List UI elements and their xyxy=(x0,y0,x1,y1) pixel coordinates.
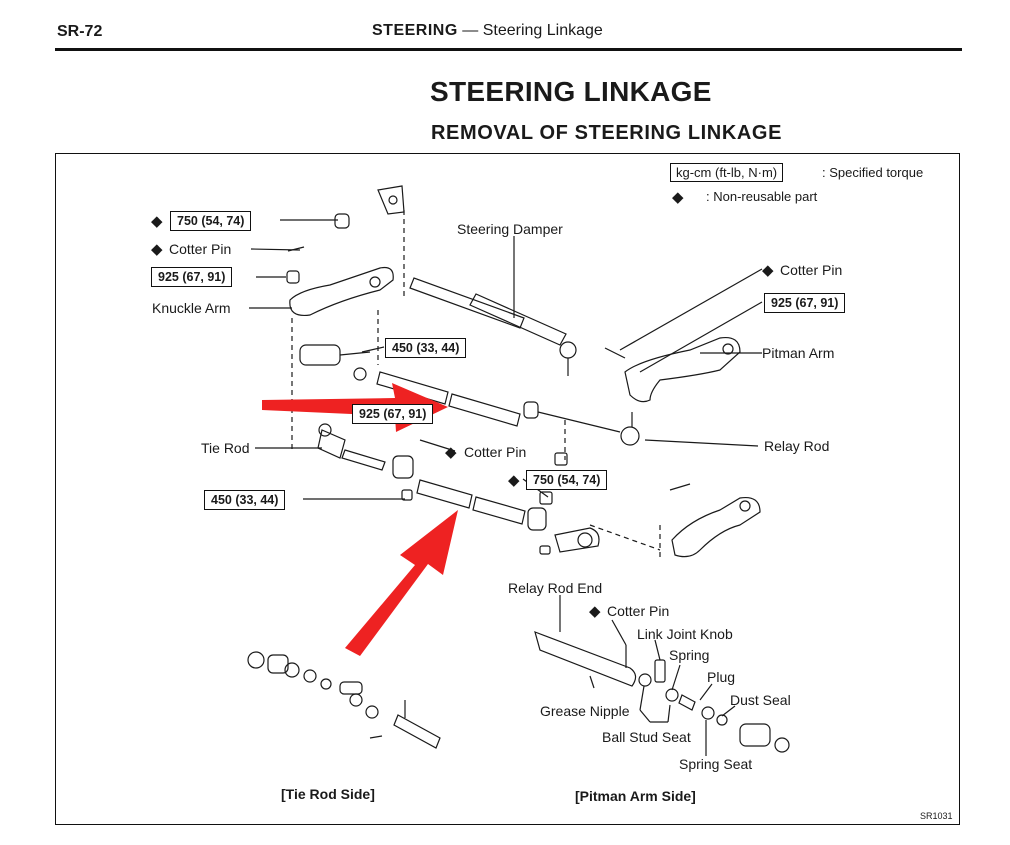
label-dust-seal: Dust Seal xyxy=(730,692,791,708)
caption-tie-rod-side: [Tie Rod Side] xyxy=(281,786,375,802)
figure-code: SR1031 xyxy=(920,811,953,821)
label-cotter-pin-right: Cotter Pin xyxy=(780,262,843,278)
diamond-icon: ◆ xyxy=(151,213,163,230)
diamond-icon: ◆ xyxy=(508,472,520,489)
torque-750-top: 750 (54, 74) xyxy=(170,211,252,231)
diamond-icon: ◆ xyxy=(445,444,457,461)
label-tie-rod: Tie Rod xyxy=(201,440,250,456)
label-grease-nipple: Grease Nipple xyxy=(540,703,630,719)
label-cotter-pin-mid: Cotter Pin xyxy=(464,444,527,460)
label-link-joint-knob: Link Joint Knob xyxy=(637,626,733,642)
label-relay-rod-end: Relay Rod End xyxy=(508,580,603,596)
torque-925-right: 925 (67, 91) xyxy=(764,293,846,313)
legend-torque-box: kg-cm (ft-lb, N·m) xyxy=(670,163,784,182)
caption-pitman-arm-side: [Pitman Arm Side] xyxy=(575,788,696,804)
diamond-icon: ◆ xyxy=(151,241,163,258)
label-spring-seat: Spring Seat xyxy=(679,756,753,772)
section-name: STEERING xyxy=(372,22,458,39)
label-cotter-pin-lower: Cotter Pin xyxy=(607,603,670,619)
section-subname: Steering Linkage xyxy=(482,22,603,39)
page-number: SR-72 xyxy=(57,23,103,40)
legend-diamond-icon: ◆ xyxy=(672,189,684,206)
label-knuckle-arm: Knuckle Arm xyxy=(152,300,231,316)
label-ball-stud-seat: Ball Stud Seat xyxy=(602,729,691,745)
torque-450-lower: 450 (33, 44) xyxy=(204,490,286,510)
diagram-frame xyxy=(55,153,960,825)
label-steering-damper: Steering Damper xyxy=(457,221,563,237)
torque-450-upper: 450 (33, 44) xyxy=(385,338,467,358)
pitman-arm-side-parts xyxy=(534,595,790,756)
header-rule xyxy=(55,48,962,51)
torque-925-mid: 925 (67, 91) xyxy=(352,404,434,424)
legend-nonreuse-desc: : Non-reusable part xyxy=(706,189,818,204)
label-cotter-pin-top: Cotter Pin xyxy=(169,241,232,257)
section-header: STEERING — Steering Linkage xyxy=(372,22,603,40)
label-spring: Spring xyxy=(669,647,710,663)
tie-rod-side-parts xyxy=(247,651,441,749)
torque-750-mid: 750 (54, 74) xyxy=(526,470,608,490)
label-plug: Plug xyxy=(707,669,736,685)
diamond-icon: ◆ xyxy=(762,262,774,279)
legend-torque-desc: : Specified torque xyxy=(822,165,924,180)
page-title: STEERING LINKAGE xyxy=(430,76,712,107)
page-subtitle: REMOVAL OF STEERING LINKAGE xyxy=(431,122,783,144)
torque-925-left: 925 (67, 91) xyxy=(151,267,233,287)
red-arrow-lower xyxy=(345,510,458,656)
diamond-icon: ◆ xyxy=(589,603,601,620)
label-pitman-arm: Pitman Arm xyxy=(762,345,835,361)
label-relay-rod: Relay Rod xyxy=(764,438,830,454)
section-separator: — xyxy=(462,22,479,39)
